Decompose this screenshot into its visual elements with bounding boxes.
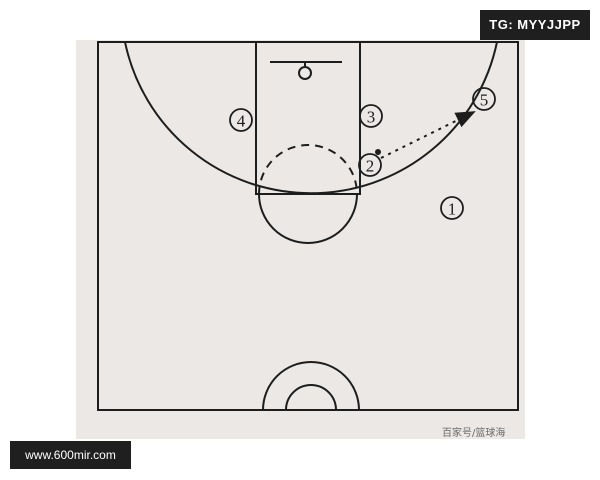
players-layer: 4 3 2 5 1 xyxy=(229,87,496,220)
watermark-bottom-left: www.600mir.com xyxy=(10,441,131,469)
source-watermark: 百家号/篮球海 xyxy=(442,428,506,439)
lane-key xyxy=(255,41,361,195)
rim xyxy=(298,66,312,80)
free-throw-circle-top-dashed xyxy=(258,144,358,195)
player-label-3: 3 xyxy=(367,108,376,127)
player-3: 3 xyxy=(359,104,383,128)
center-circle-outer xyxy=(262,361,360,411)
three-point-arc xyxy=(124,41,498,195)
free-throw-circle-bottom xyxy=(258,193,358,244)
player-label-5: 5 xyxy=(480,91,489,110)
ball-dot xyxy=(375,149,381,155)
court-boundary xyxy=(97,41,519,411)
player-5: 5 xyxy=(472,87,496,111)
player-4: 4 xyxy=(229,108,253,132)
watermark-top-right: TG: MYYJJPP xyxy=(480,10,590,40)
player-1: 1 xyxy=(440,196,464,220)
center-circle-inner xyxy=(285,384,337,411)
player-label-4: 4 xyxy=(237,112,246,131)
player-label-1: 1 xyxy=(448,200,457,219)
pass-arrow-2-to-5 xyxy=(380,111,476,159)
player-2: 2 xyxy=(358,153,382,177)
player-label-2: 2 xyxy=(366,157,375,176)
